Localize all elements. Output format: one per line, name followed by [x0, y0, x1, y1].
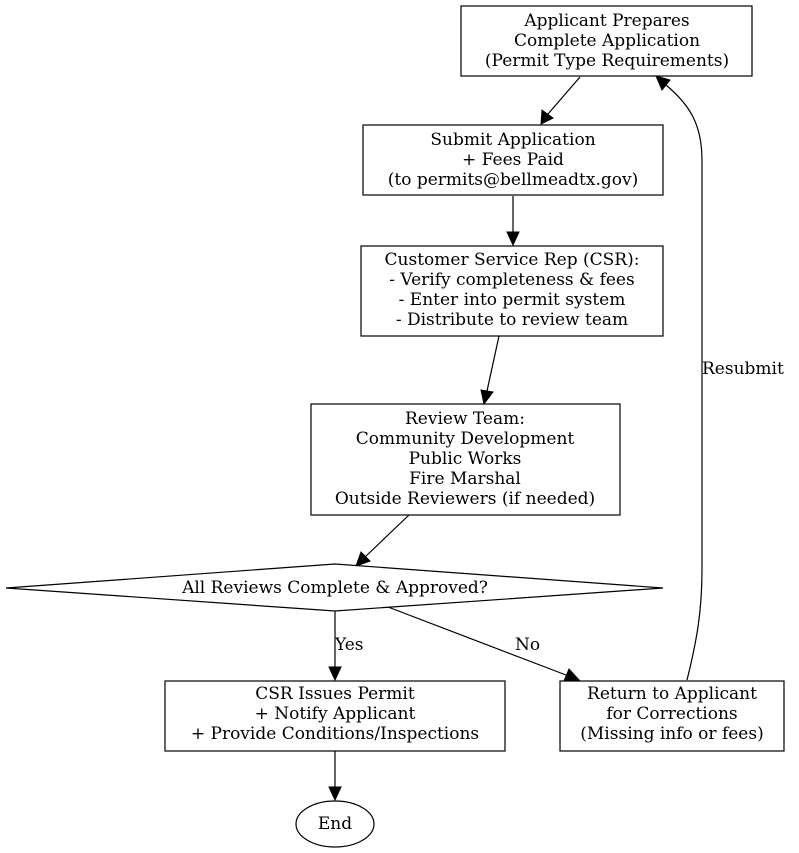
node-return-to-applicant-line-2: for Corrections	[606, 704, 737, 724]
node-csr-issues-permit-box	[164, 680, 506, 752]
node-csr-issues-permit-line-3: + Provide Conditions/Inspections	[191, 724, 479, 744]
node-return-to-applicant: Return to Applicant for Corrections (Mis…	[559, 680, 785, 752]
node-submit-application-line-3: (to permits@bellmeadtx.gov)	[388, 170, 638, 190]
node-csr-issues-permit-line-2: + Notify Applicant	[255, 704, 416, 724]
node-csr-issues-permit-line-1: CSR Issues Permit	[255, 684, 415, 704]
node-end-ellipse	[295, 800, 375, 848]
node-submit-application-line-2: + Fees Paid	[462, 150, 564, 170]
node-end-label: End	[318, 814, 352, 834]
edge-issue-to-end-arrow	[328, 786, 342, 802]
node-end: End	[295, 800, 375, 848]
edge-review-to-decision-arrow	[355, 551, 371, 567]
edge-label-no: No	[515, 635, 540, 655]
edge-decision-to-return	[387, 606, 567, 676]
node-applicant-prepares: Applicant Prepares Complete Application …	[460, 5, 753, 77]
node-customer-service-rep-line-1: Customer Service Rep (CSR):	[385, 250, 640, 270]
edge-return-to-prepare	[665, 84, 703, 681]
node-decision-diamond	[5, 563, 664, 612]
edge-csr-to-review-arrow	[480, 389, 494, 406]
node-review-team-line-3: Public Works	[409, 449, 522, 469]
edges	[328, 75, 703, 802]
edge-prepare-to-submit-arrow	[540, 109, 554, 125]
edge-csr-to-review	[486, 335, 500, 392]
edge-submit-to-csr-arrow	[506, 231, 520, 247]
node-submit-application-box	[362, 124, 664, 196]
node-review-team-line-1: Review Team:	[405, 409, 525, 429]
node-decision-line-1: All Reviews Complete & Approved?	[181, 578, 488, 598]
node-review-team-box	[310, 403, 621, 516]
node-review-team: Review Team: Community Development Publi…	[310, 403, 621, 516]
node-review-team-line-4: Fire Marshal	[409, 469, 521, 489]
node-customer-service-rep-line-3: - Enter into permit system	[399, 290, 626, 310]
edge-prepare-to-submit	[547, 76, 581, 115]
edge-label-resubmit: Resubmit	[702, 359, 784, 379]
edge-return-to-prepare-arrow	[655, 75, 671, 91]
node-return-to-applicant-box	[559, 680, 785, 752]
node-applicant-prepares-line-1: Applicant Prepares	[523, 11, 689, 31]
node-applicant-prepares-box	[460, 5, 753, 77]
node-csr-issues-permit: CSR Issues Permit + Notify Applicant + P…	[164, 680, 506, 752]
node-applicant-prepares-line-2: Complete Application	[514, 31, 700, 51]
node-review-team-line-5: Outside Reviewers (if needed)	[335, 489, 595, 509]
node-customer-service-rep: Customer Service Rep (CSR): - Verify com…	[360, 245, 664, 337]
node-customer-service-rep-line-4: - Distribute to review team	[396, 310, 628, 330]
node-customer-service-rep-box	[360, 245, 664, 337]
edge-label-yes: Yes	[334, 635, 364, 655]
edge-decision-to-return-arrow	[563, 668, 581, 682]
node-return-to-applicant-line-1: Return to Applicant	[587, 684, 757, 704]
node-submit-application-line-1: Submit Application	[430, 130, 595, 150]
node-submit-application: Submit Application + Fees Paid (to permi…	[362, 124, 664, 196]
edge-decision-to-issue-arrow	[328, 666, 342, 682]
node-review-team-line-2: Community Development	[356, 429, 575, 449]
node-applicant-prepares-line-3: (Permit Type Requirements)	[485, 51, 729, 71]
node-return-to-applicant-line-3: (Missing info or fees)	[580, 724, 763, 744]
edge-review-to-decision	[364, 514, 410, 558]
node-customer-service-rep-line-2: - Verify completeness & fees	[389, 270, 634, 290]
node-decision-reviews-approved: All Reviews Complete & Approved?	[5, 563, 664, 612]
